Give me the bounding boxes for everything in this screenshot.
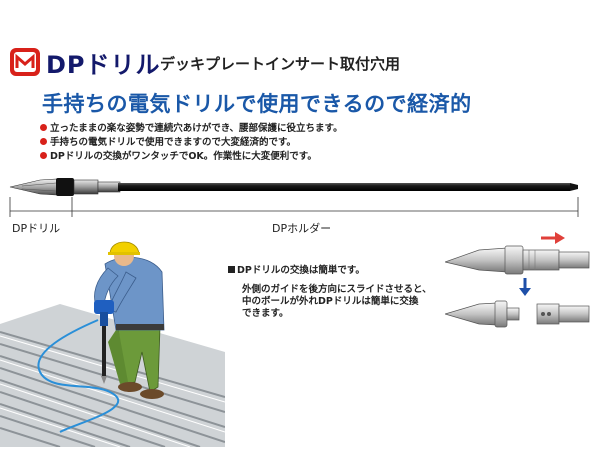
page-subtitle: デッキプレートインサート取付穴用 bbox=[160, 55, 401, 73]
exchange-note-line: 外側のガイドを後方向にスライドさせると、 bbox=[242, 284, 432, 295]
exchange-note-heading-text: DPドリルの交換は簡単です。 bbox=[237, 265, 365, 276]
feature-list: 立ったままの楽な姿勢で連続穴あけができ、腰部保護に役立ちます。 手持ちの電気ドリ… bbox=[40, 120, 343, 162]
separated-drill bbox=[445, 300, 590, 328]
drill-illustration bbox=[9, 178, 579, 217]
power-cord bbox=[37, 319, 120, 433]
red-dot-icon bbox=[40, 151, 47, 159]
feature-text: 手持ちの電気ドリルで使用できますので大変経済的です。 bbox=[50, 137, 297, 148]
power-drill bbox=[94, 300, 114, 384]
exchange-note-line: 中のボールが外れDPドリルは簡単に交換 bbox=[242, 296, 419, 307]
holder-length-label: DPホルダー bbox=[272, 222, 332, 235]
down-arrow-icon bbox=[519, 278, 531, 296]
feature-text: 立ったままの楽な姿勢で連続穴あけができ、腰部保護に役立ちます。 bbox=[50, 123, 343, 134]
dimension-lines bbox=[9, 197, 579, 217]
deck-plate bbox=[0, 304, 225, 447]
assembled-drill bbox=[445, 245, 590, 275]
dp-drill-bit bbox=[9, 178, 59, 196]
dp-holder-rod bbox=[118, 183, 578, 191]
exchange-note-heading: DPドリルの交換は簡単です。 bbox=[228, 262, 432, 276]
red-dot-icon bbox=[40, 137, 47, 145]
feature-item: DPドリルの交換がワンタッチでOK。作業性に大変便利です。 bbox=[40, 148, 343, 162]
drill-length-label: DPドリル bbox=[12, 222, 61, 235]
headline: 手持ちの電気ドリルで使用できるので経済的 bbox=[42, 92, 472, 116]
worker-illustration bbox=[0, 241, 225, 447]
dp-holder-coupling bbox=[56, 178, 121, 196]
exchange-diagram bbox=[445, 232, 590, 328]
feature-item: 立ったままの楽な姿勢で連続穴あけができ、腰部保護に役立ちます。 bbox=[40, 120, 343, 134]
red-dot-icon bbox=[40, 123, 47, 131]
company-logo-icon bbox=[10, 48, 40, 76]
feature-text: DPドリルの交換がワンタッチでOK。作業性に大変便利です。 bbox=[50, 151, 317, 162]
slide-arrow-icon bbox=[541, 232, 565, 244]
feature-item: 手持ちの電気ドリルで使用できますので大変経済的です。 bbox=[40, 134, 343, 148]
page-title: DPドリル bbox=[46, 51, 161, 79]
worker-body bbox=[94, 241, 165, 399]
exchange-note: DPドリルの交換は簡単です。 外側のガイドを後方向にスライドさせると、 中のボー… bbox=[228, 262, 432, 320]
black-square-icon bbox=[228, 265, 235, 273]
exchange-note-line: できます。 bbox=[242, 308, 289, 319]
